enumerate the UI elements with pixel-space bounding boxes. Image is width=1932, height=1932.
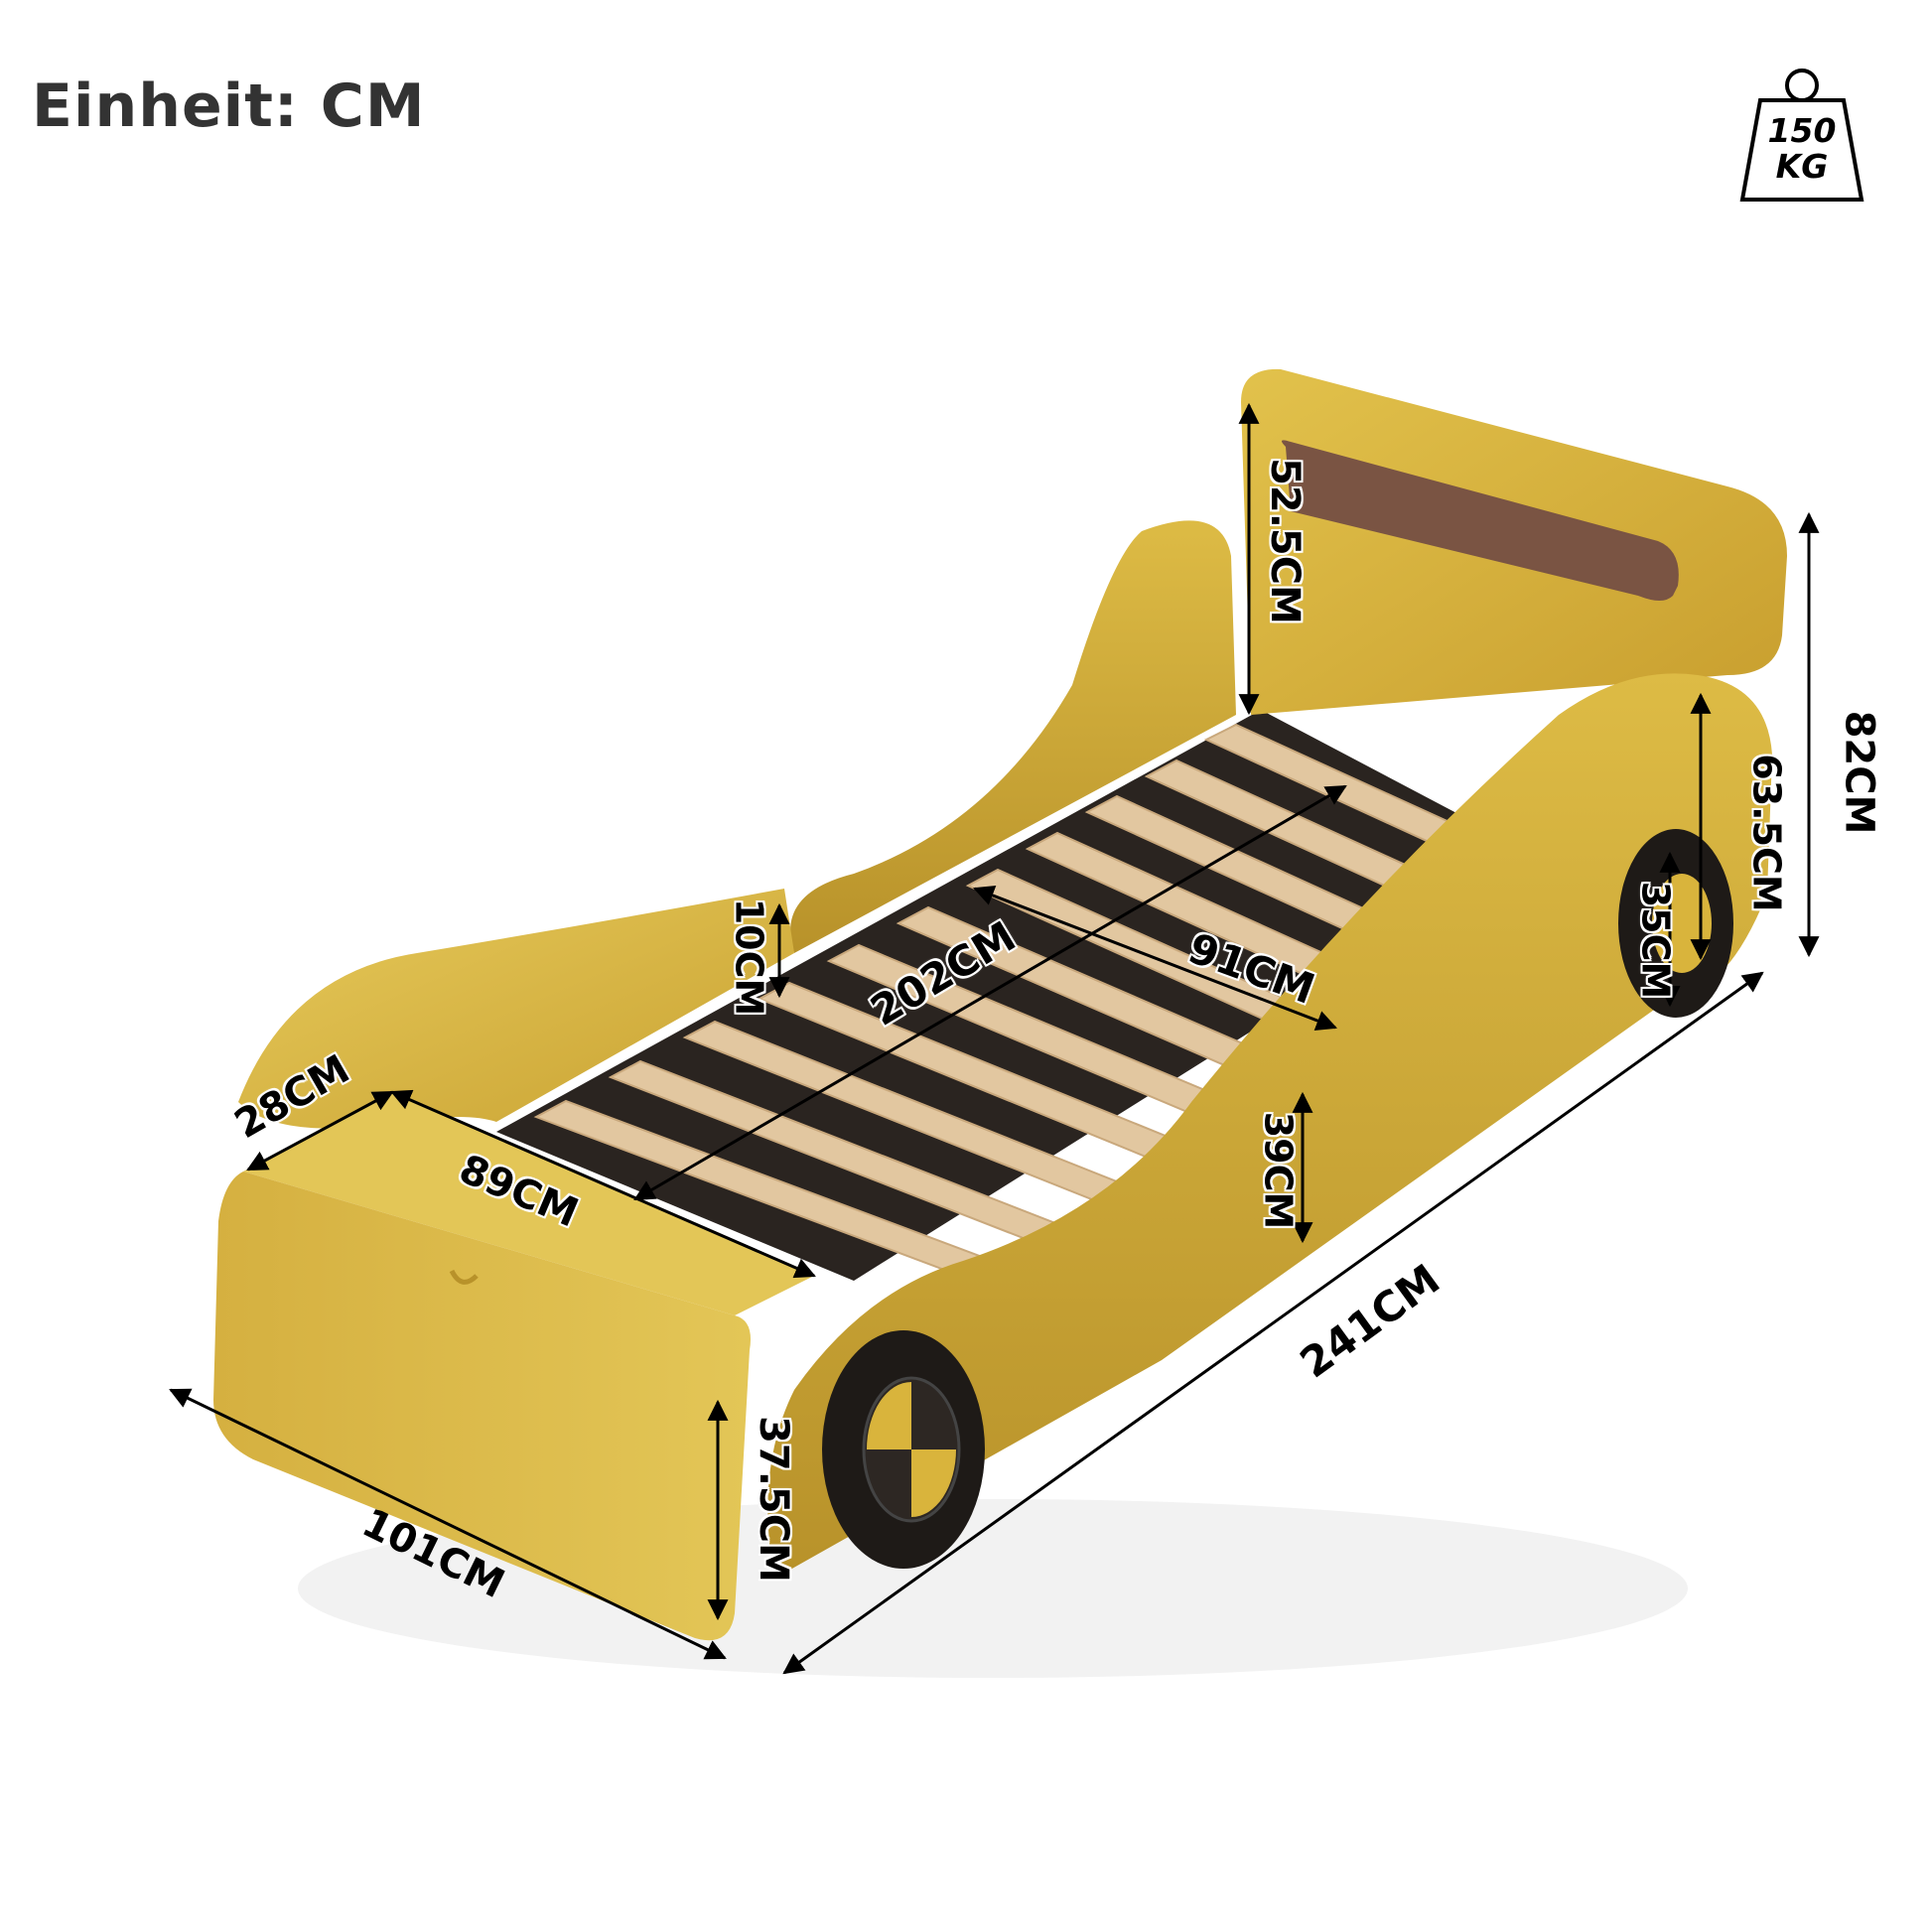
- dim-wheel-height: 35CM: [1633, 881, 1678, 1000]
- dim-side-mid-height: 39CM: [1256, 1111, 1301, 1230]
- front-wheel: [822, 1330, 985, 1569]
- unit-title: Einheit: CM: [32, 71, 426, 141]
- dim-headboard-height: 52.5CM: [1261, 458, 1308, 624]
- dim-side-rear-height: 63.5CM: [1744, 754, 1789, 912]
- dimension-lines: [169, 402, 1820, 1675]
- left-side-panel: [790, 520, 1236, 953]
- weight-capacity-badge: 150 KG: [1727, 64, 1876, 207]
- dim-slat-depth: 10CM: [727, 897, 771, 1017]
- dim-total-height: 82CM: [1836, 710, 1882, 835]
- weight-icon: [1739, 69, 1864, 202]
- weight-unit: KG: [1775, 147, 1829, 186]
- weight-value: 150: [1767, 111, 1837, 150]
- headboard-pad: [1282, 440, 1679, 601]
- dim-foot-height: 37.5CM: [750, 1416, 796, 1583]
